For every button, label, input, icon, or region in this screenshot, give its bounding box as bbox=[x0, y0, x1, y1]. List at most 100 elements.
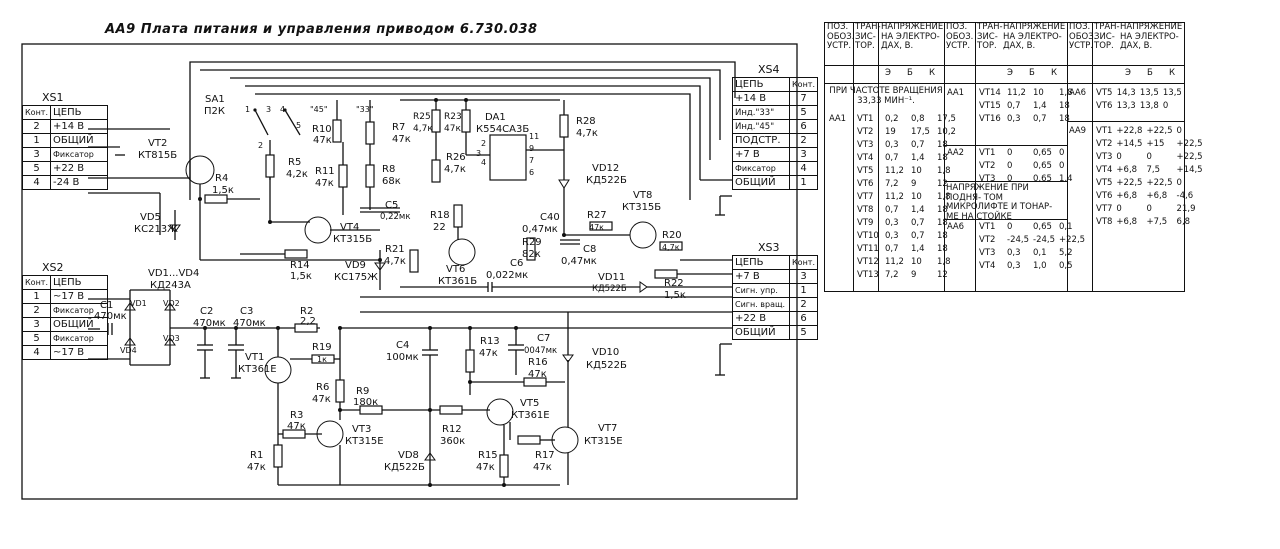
voltage-cell: 0 bbox=[1007, 148, 1013, 158]
xs1-circuit: ОБЩИЙ bbox=[50, 133, 109, 148]
xs3-circuit: +7 В bbox=[732, 269, 790, 284]
da1-pin-label: 9 bbox=[529, 144, 535, 153]
voltage-cell: 21,9 bbox=[1176, 204, 1196, 214]
voltage-cell: 12 bbox=[937, 270, 948, 280]
subheading-collector: К bbox=[929, 68, 936, 78]
transistor-cell: VT9 bbox=[857, 218, 874, 228]
voltage-row: VT2+14,5+15+22,5 bbox=[1094, 139, 1205, 153]
r29-value-label: 82к bbox=[522, 249, 541, 260]
r16-label: R16 bbox=[528, 357, 548, 368]
xs4-circuit: +7 В bbox=[732, 147, 790, 162]
table-divider bbox=[1067, 121, 1184, 122]
subheading-base: Б bbox=[1029, 68, 1035, 78]
voltage-cell: 19 bbox=[885, 127, 896, 137]
col-heading-transistor: ТРАН- ЗИС- ТОР. bbox=[855, 22, 881, 51]
xs2-circuit: ~17 В bbox=[50, 289, 109, 304]
r12-label: R12 bbox=[442, 424, 462, 435]
voltage-cell: +22,5 bbox=[1146, 178, 1173, 188]
da1-type-label: К554СА3Б bbox=[476, 124, 530, 135]
vd10-type-label: КД522Б bbox=[586, 360, 627, 371]
voltage-cell: 9 bbox=[911, 270, 917, 280]
xs4-circuit: Инд."45" bbox=[732, 119, 790, 134]
r4-label: R4 bbox=[215, 173, 229, 184]
voltage-cell: 1,8 bbox=[1059, 88, 1073, 98]
xs1-label: XS1 bbox=[42, 91, 64, 104]
r22-label: R22 bbox=[664, 278, 684, 289]
voltage-cell: 1,8 bbox=[937, 192, 951, 202]
xs4-label: XS4 bbox=[758, 63, 780, 76]
r2-label: R2 bbox=[300, 306, 314, 317]
r6-label: R6 bbox=[316, 382, 330, 393]
r20-label: R20 bbox=[662, 230, 682, 241]
voltage-cell: 18 bbox=[1059, 114, 1070, 124]
r22-value-label: 1,5к bbox=[664, 290, 686, 301]
da1-pin-label: 6 bbox=[529, 168, 535, 177]
r7-value-label: 47к bbox=[392, 134, 411, 145]
transistor-cell: VT4 bbox=[857, 153, 874, 163]
vd11-label: VD11 bbox=[598, 272, 626, 283]
sa1-pin-label: 3 bbox=[266, 105, 272, 114]
xs3-label: XS3 bbox=[758, 241, 780, 254]
col-heading-voltage: НАПРЯЖЕНИЕ НА ЭЛЕКТРО- ДАХ, В. bbox=[1003, 22, 1066, 51]
table-divider bbox=[944, 145, 1067, 146]
voltage-cell: +22,5 bbox=[1176, 139, 1203, 149]
col-heading-position: ПОЗ. ОБОЗ. УСТР. bbox=[946, 22, 974, 51]
r16-value-label: 47к bbox=[528, 369, 547, 380]
xs1-pin: 3 bbox=[21, 147, 52, 162]
voltage-cell: 0,7 bbox=[911, 231, 925, 241]
xs4-circuit: +14 В bbox=[732, 91, 790, 106]
xs1-pin: 4 bbox=[21, 175, 52, 190]
xs4-pin: 5 bbox=[788, 105, 819, 120]
r8-label: R8 bbox=[382, 164, 396, 175]
transistor-cell: VT3 bbox=[857, 140, 874, 150]
subheading-emitter: Э bbox=[885, 68, 891, 78]
c4-label: C4 bbox=[396, 340, 410, 351]
transistor-cell: VT1 bbox=[979, 222, 996, 232]
da1-pin-label: 7 bbox=[529, 156, 535, 165]
vd-label: VD4 bbox=[120, 346, 137, 355]
voltage-cell: +6,8 bbox=[1116, 191, 1138, 201]
r5-label: R5 bbox=[288, 157, 302, 168]
c5-value-label: 0,22мк bbox=[380, 212, 411, 222]
subheading-collector: К bbox=[1051, 68, 1058, 78]
transistor-cell: VT2 bbox=[1096, 139, 1113, 149]
voltage-cell: 0,65 bbox=[1033, 161, 1052, 171]
voltage-cell: 0 bbox=[1059, 148, 1065, 158]
xs4-head-circuit: ЦЕПЬ bbox=[732, 77, 790, 92]
vd5-type-label: КС213Ж bbox=[134, 224, 178, 235]
r13-label: R13 bbox=[480, 336, 500, 347]
xs3-head-circuit: ЦЕПЬ bbox=[732, 255, 790, 270]
device-label: АА6 bbox=[1069, 88, 1087, 98]
xs2-pin: 1 bbox=[21, 289, 52, 304]
table-divider bbox=[853, 23, 854, 291]
xs1-circuit: -24 В bbox=[50, 175, 109, 190]
voltage-cell: +15 bbox=[1146, 139, 1165, 149]
voltage-cell: +6,8 bbox=[1116, 165, 1138, 175]
vt3-type-label: КТ315Е bbox=[345, 436, 384, 447]
transistor-voltage-table: ПОЗ. ОБОЗ. УСТР. ТРАН- ЗИС- ТОР. НАПРЯЖЕ… bbox=[824, 22, 1203, 292]
r26-label: R26 bbox=[446, 152, 466, 163]
voltage-cell: 0,7 bbox=[885, 153, 899, 163]
device-label: АА2 bbox=[947, 148, 965, 158]
xs3-pin: 3 bbox=[788, 269, 819, 284]
vd-label: VD1 bbox=[130, 299, 147, 308]
voltage-cell: 10 bbox=[911, 192, 922, 202]
xs2-label: XS2 bbox=[42, 261, 64, 274]
xs4-circuit: Инд."33" bbox=[732, 105, 790, 120]
subheading-emitter: Э bbox=[1007, 68, 1013, 78]
xs2-head-pin: Конт. bbox=[21, 275, 52, 290]
xs3-pin: 6 bbox=[788, 311, 819, 326]
sa1-pos-33-label: "33" bbox=[356, 105, 374, 114]
c8-label: C8 bbox=[583, 244, 597, 255]
vd-label: VD2 bbox=[163, 299, 180, 308]
